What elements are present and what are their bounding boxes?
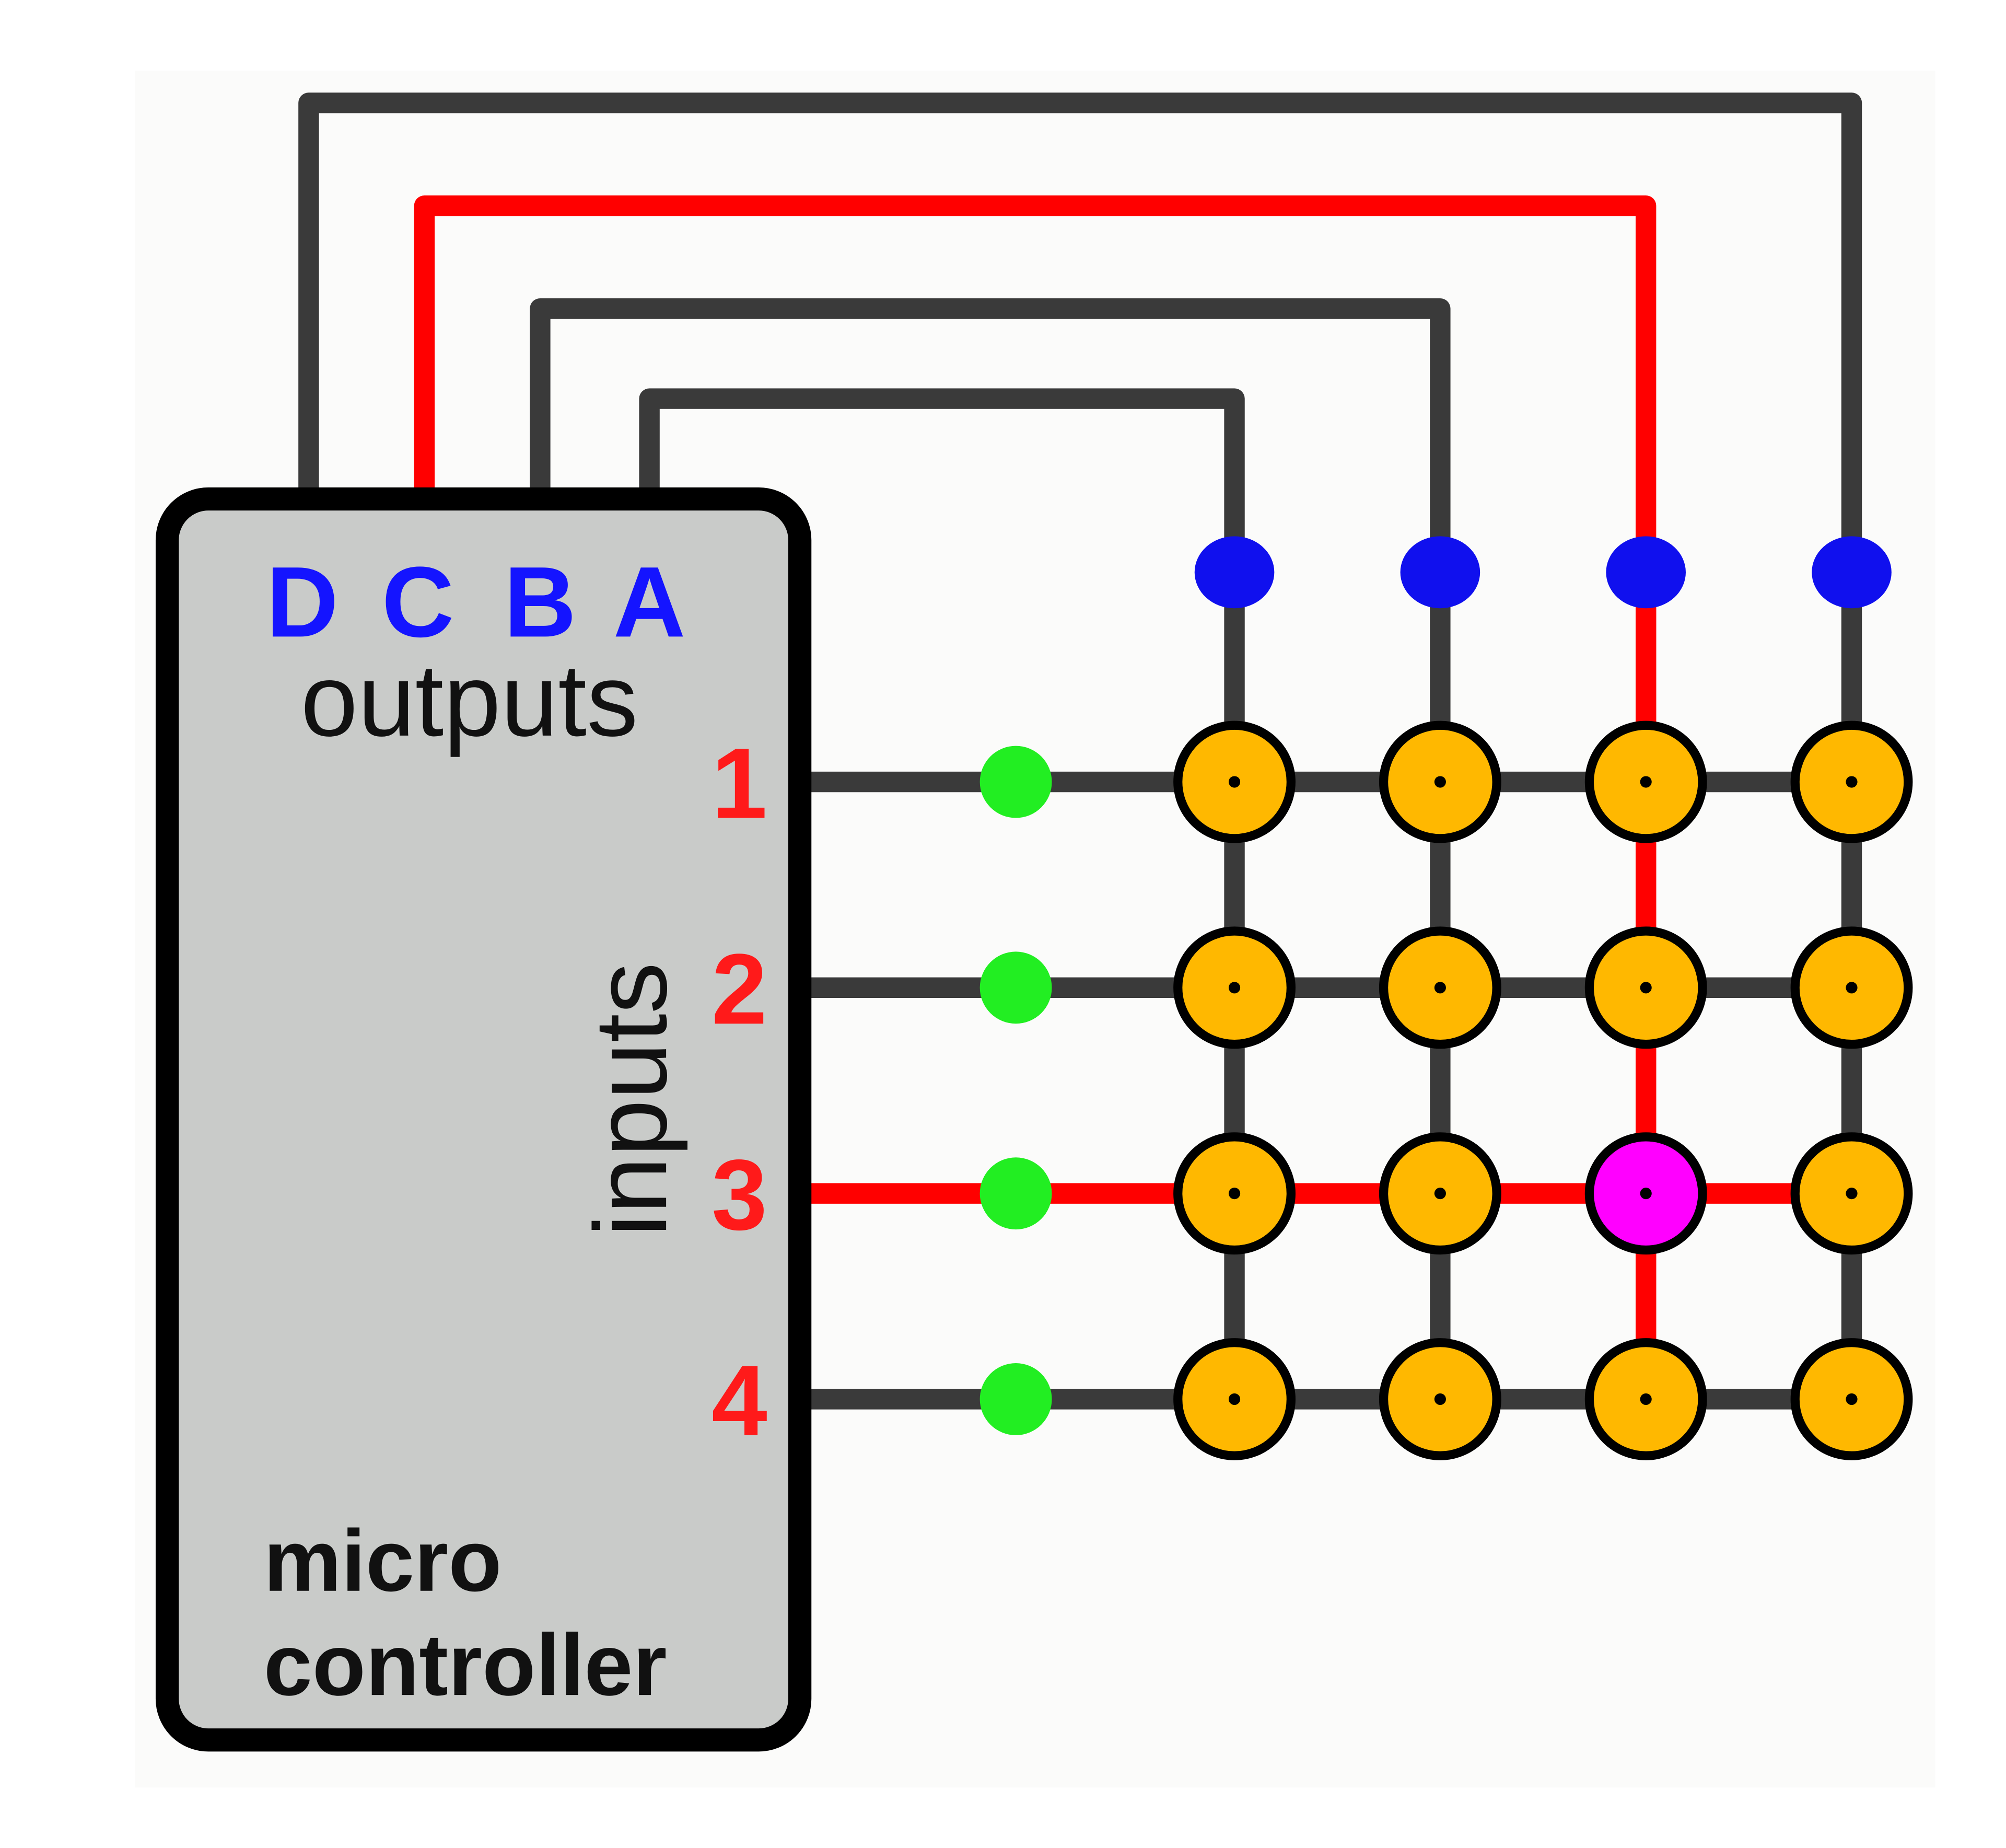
key-center-dot — [1228, 776, 1241, 788]
output-label-a: A — [613, 545, 686, 658]
key-center-dot — [1846, 1188, 1858, 1200]
key-center-dot — [1846, 776, 1858, 788]
key-center-dot — [1228, 1393, 1241, 1405]
output-dot-b — [1400, 536, 1480, 609]
key-center-dot — [1434, 1393, 1446, 1405]
microcontroller-chip — [155, 487, 812, 1752]
input-label-4: 4 — [712, 1344, 767, 1457]
key-center-dot — [1434, 776, 1446, 788]
chip-label-micro: micro — [264, 1512, 502, 1610]
output-label-c: C — [382, 545, 454, 658]
key-center-dot — [1846, 1393, 1858, 1405]
key-center-dot — [1640, 1393, 1652, 1405]
input-label-3: 3 — [712, 1138, 767, 1251]
key-center-dot — [1640, 982, 1652, 994]
output-wire-b — [530, 298, 1451, 1399]
output-label-b: B — [504, 545, 577, 658]
outputs-title: outputs — [301, 643, 638, 758]
input-dot-1 — [979, 746, 1052, 818]
key-center-dot — [1434, 982, 1446, 994]
key-center-dot — [1640, 1188, 1652, 1200]
input-label-1: 1 — [712, 727, 767, 839]
key-center-dot — [1640, 776, 1652, 788]
inputs-title: inputs — [573, 962, 688, 1237]
key-center-dot — [1434, 1188, 1446, 1200]
nodes — [979, 536, 1913, 1460]
key-center-dot — [1228, 1188, 1241, 1200]
output-label-d: D — [266, 545, 339, 658]
key-center-dot — [1228, 982, 1241, 994]
output-wire-a — [639, 388, 1245, 1399]
key-center-dot — [1846, 982, 1858, 994]
input-dot-3 — [979, 1157, 1052, 1230]
output-dot-d — [1812, 536, 1892, 609]
chip-label-controller: controller — [264, 1616, 667, 1714]
output-dot-c — [1606, 536, 1686, 609]
input-dot-4 — [979, 1363, 1052, 1435]
input-dot-2 — [979, 951, 1052, 1024]
output-dot-a — [1194, 536, 1275, 609]
input-label-2: 2 — [712, 933, 767, 1045]
